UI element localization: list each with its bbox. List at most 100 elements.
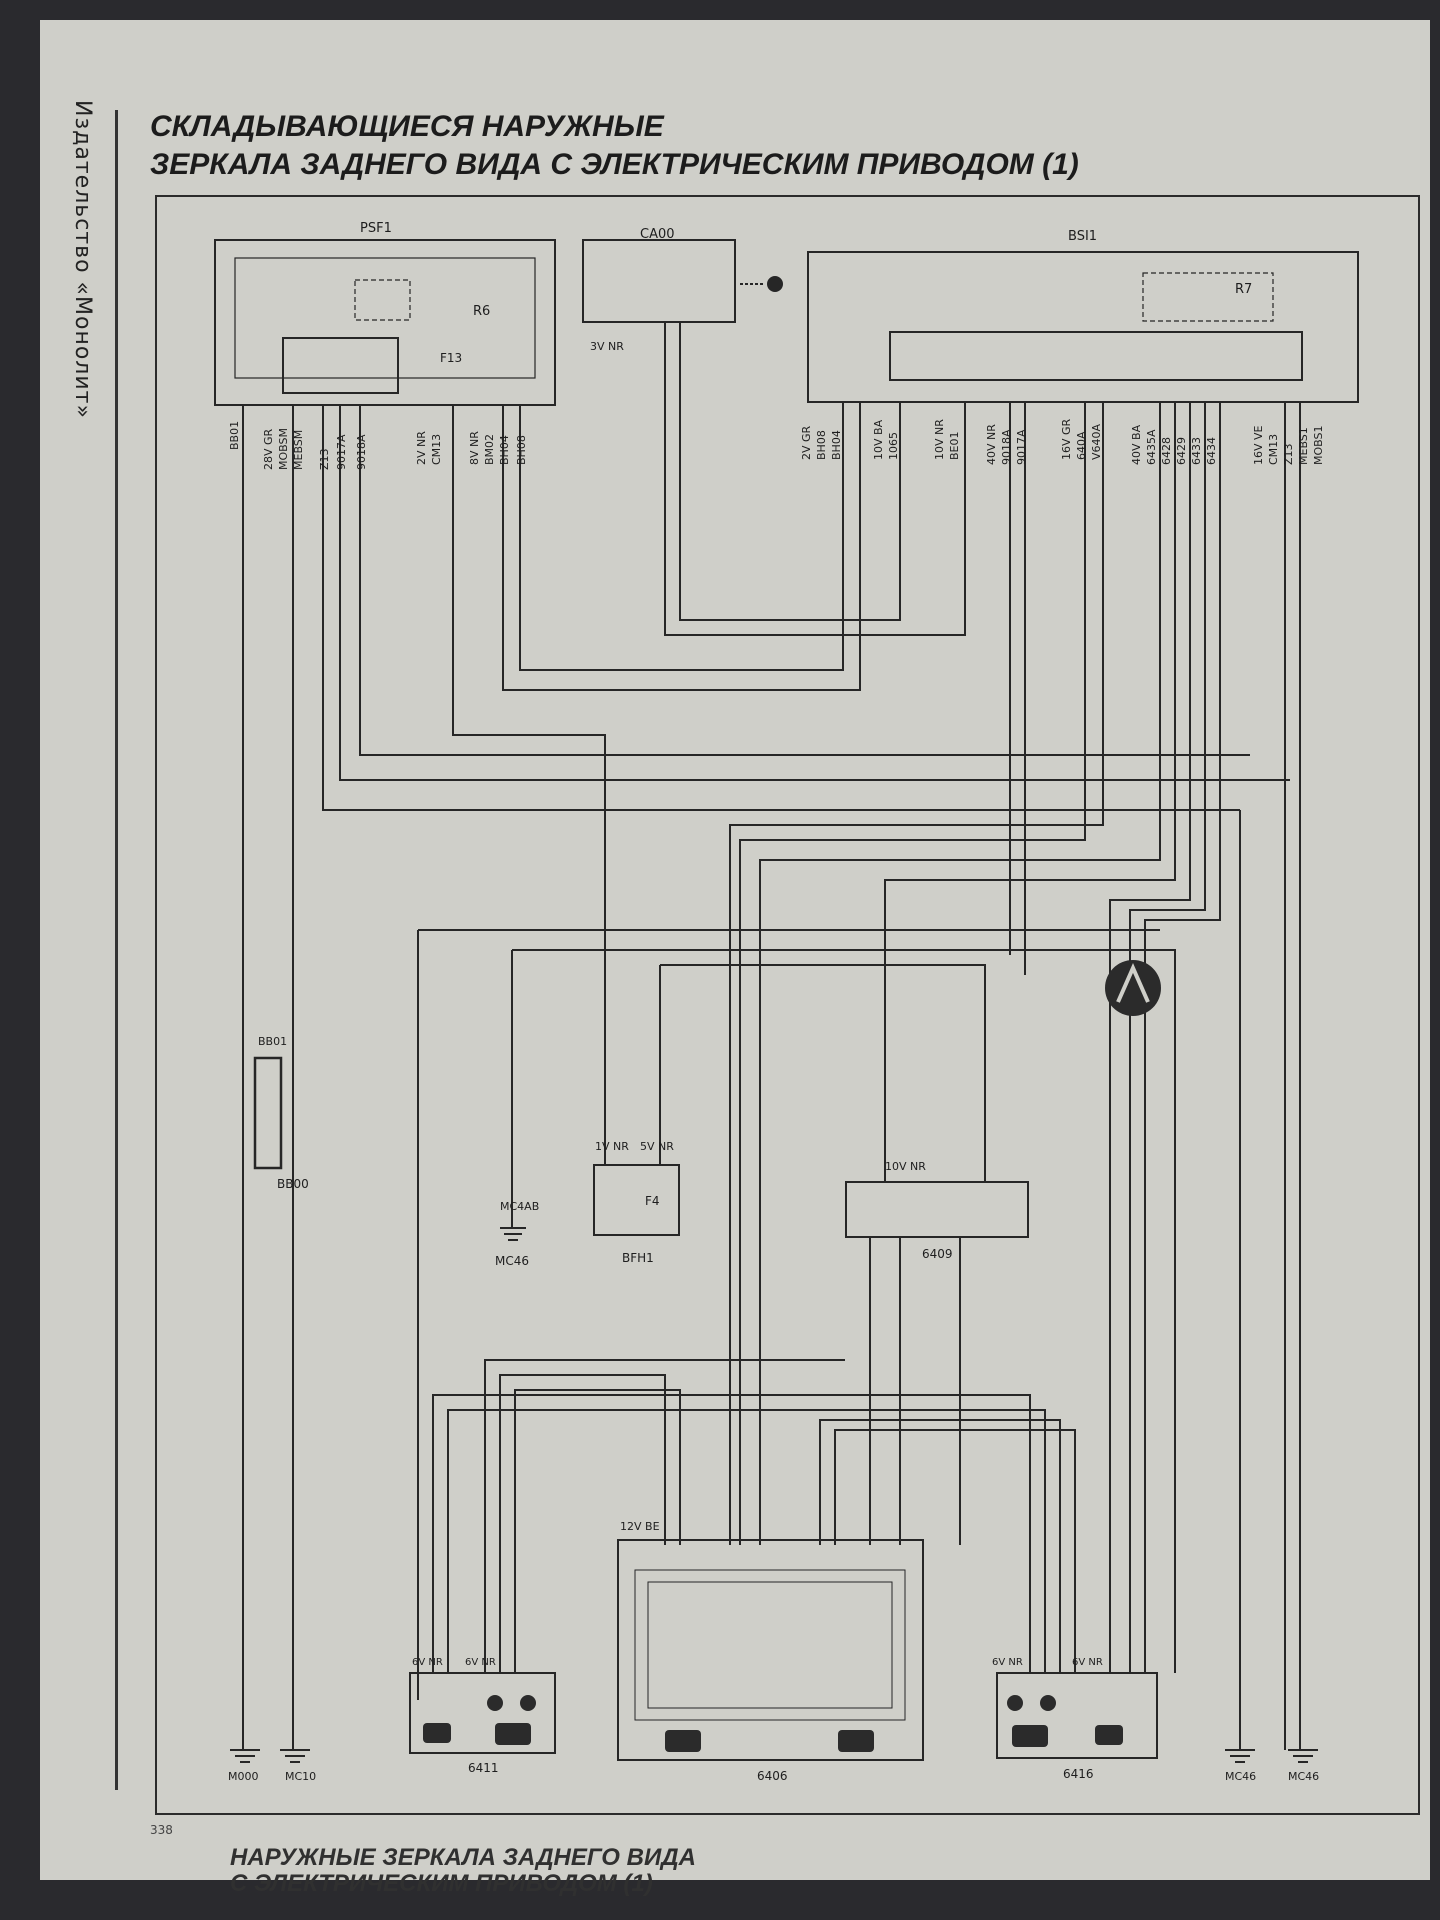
psf1-inner	[234, 257, 536, 379]
spine-rule	[115, 110, 118, 1790]
c6409-voltage-label: 10V NR	[885, 1160, 926, 1173]
wire-6450	[484, 1359, 845, 1673]
wire-label: 16V GR	[1060, 418, 1073, 460]
wire-6453	[432, 1394, 1031, 1673]
wire-label: BM02	[483, 434, 496, 465]
wire-label: BH08	[515, 435, 528, 465]
c6406-voltage-label: 12V BE	[620, 1520, 660, 1533]
wire-label: BH04	[830, 430, 843, 460]
wire-6455a	[834, 1429, 1076, 1673]
wire-horizontal-2	[512, 949, 1176, 1673]
bsi1-relay-label: R7	[1235, 282, 1252, 297]
wire-6451	[499, 1374, 666, 1673]
psf1-relay	[354, 279, 411, 321]
bsi1-label: BSI1	[1068, 229, 1097, 244]
c6411-box	[409, 1672, 556, 1754]
ground-mc46-label: MC46	[1225, 1770, 1256, 1783]
bfh1-voltage-label: 1V NR	[595, 1140, 629, 1153]
wire-bh04b	[660, 964, 986, 1182]
monolit-logo-icon	[1105, 960, 1161, 1016]
publisher-spine: Издательство «Монолит»	[70, 100, 110, 520]
bb00-box	[253, 1056, 283, 1170]
wire-label: 6429	[1175, 437, 1188, 465]
mc4ab-label: MC4AB	[500, 1200, 539, 1213]
ground-icon	[230, 1749, 260, 1763]
psf1-fuse-label: F13	[440, 351, 462, 365]
footer-page-number: 338	[150, 1823, 173, 1837]
wire-640a	[739, 402, 1086, 1545]
wire-6429	[1109, 402, 1191, 1673]
c6409-box	[845, 1181, 1029, 1238]
wire-label-groups: BB01 28V GR MOBSM MEBSM Z13 9017A 9018A …	[228, 418, 1325, 470]
wire-bh04	[502, 402, 861, 691]
ca00-box	[582, 239, 736, 323]
ground-icon	[500, 1227, 526, 1241]
wire-label: 6433	[1190, 437, 1203, 465]
wire-label: CM13	[430, 434, 443, 465]
wire-label: 10V NR	[933, 419, 946, 460]
wire-label: 6434	[1205, 437, 1218, 465]
title-line-1: СКЛАДЫВАЮЩИЕСЯ НАРУЖНЫЕ	[150, 110, 664, 143]
mirror-icon	[423, 1723, 451, 1743]
wire-z13	[322, 405, 1240, 811]
motor-icon	[520, 1695, 536, 1711]
ground-icon	[1288, 1749, 1318, 1763]
wire-label: 28V GR	[262, 428, 275, 470]
wire-6433	[1129, 402, 1206, 1673]
wire-label: 9017A	[335, 434, 348, 470]
ca00-label: CA00	[640, 227, 675, 242]
psf1-label: PSF1	[360, 221, 392, 236]
wire-6428	[884, 402, 1176, 1182]
bfh1-voltage-label-2: 5V NR	[640, 1140, 674, 1153]
wire-label: 6435A	[1145, 429, 1158, 465]
c6411-voltage-label-2: 6V NR	[465, 1657, 496, 1668]
next-page-title: НАРУЖНЫЕ ЗЕРКАЛА ЗАДНЕГО ВИДА С ЭЛЕКТРИЧ…	[230, 1845, 696, 1897]
ground-icon	[1225, 1749, 1255, 1763]
wire-label: CM13	[1267, 434, 1280, 465]
mirror-icon	[665, 1730, 701, 1752]
ground-mc46b-label: MC46	[1288, 1770, 1319, 1783]
wire-label: BH04	[498, 435, 511, 465]
mirror-icon	[1095, 1725, 1123, 1745]
c6406-inner-2	[647, 1581, 893, 1709]
bsi1-relay	[1142, 272, 1274, 322]
mirror-icon	[1012, 1725, 1048, 1747]
wire-label: 1065	[887, 432, 900, 460]
ground-icon	[280, 1749, 310, 1763]
wire-label: Z13	[1282, 443, 1295, 465]
wire-bh08	[519, 402, 844, 671]
ignition-key-icon	[740, 276, 783, 292]
bsi1-box	[807, 251, 1359, 403]
wire-label: 8V NR	[468, 431, 481, 465]
wire-label: 9018A	[1000, 429, 1013, 465]
wire-label: MOBS1	[1312, 426, 1325, 465]
motor-icon	[487, 1695, 503, 1711]
ca00-voltage-label: 3V NR	[590, 340, 624, 353]
wire-bm02	[452, 405, 606, 1165]
wire-label: BE01	[948, 432, 961, 461]
c6411-label: 6411	[468, 1761, 499, 1775]
wire-label: 640A	[1075, 431, 1088, 460]
bb00-wire-label: BB01	[258, 1035, 287, 1048]
wire-6452	[514, 1389, 681, 1673]
wire-label: 9017A	[1015, 429, 1028, 465]
wire-6435a	[759, 402, 1161, 1545]
wire-v640a	[729, 402, 1104, 1545]
bsi1-module	[889, 331, 1303, 381]
motor-icon	[1007, 1695, 1023, 1711]
ground-m000-label: M000	[228, 1770, 259, 1783]
wire-9017a	[339, 405, 1290, 781]
c6409-label: 6409	[922, 1247, 953, 1261]
bb00-label: BB00	[277, 1177, 309, 1191]
bfh1-fuse-label: F4	[645, 1194, 660, 1208]
wire-label: 2V NR	[415, 431, 428, 465]
wire-1065-loop	[679, 322, 901, 621]
wire-label: 2V GR	[800, 425, 813, 460]
wire-label: 9018A	[355, 434, 368, 470]
wire-label: 40V NR	[985, 424, 998, 465]
wire-6455	[819, 1419, 1061, 1673]
psf1-relay-label: R6	[473, 304, 490, 319]
wire-6434	[1144, 402, 1221, 1673]
publisher-text: Издательство «Монолит»	[70, 100, 95, 419]
